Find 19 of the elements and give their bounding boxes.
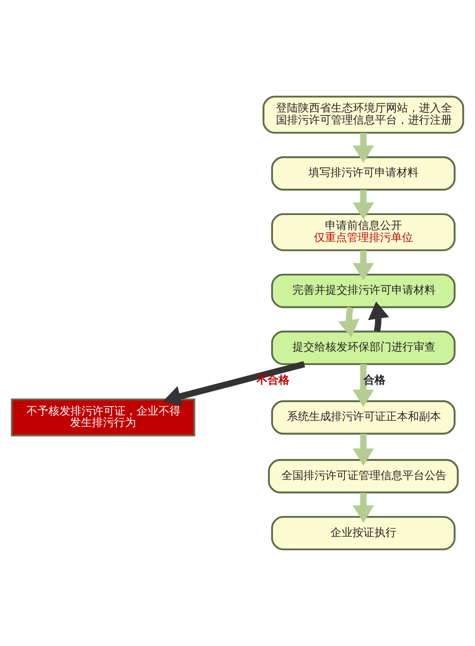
arrow — [352, 132, 374, 163]
node-box: 登陆陕西省生态环境厅网站，进入全国排污许可管理信息平台，进行注册 — [262, 96, 464, 134]
arrow — [352, 434, 374, 466]
arrow — [352, 250, 374, 280]
node-box: 申请前信息公开 仅重点管理排污单位 — [271, 213, 456, 252]
arrow — [368, 301, 390, 332]
node-box: 提交给核发环保部门进行审查 — [271, 330, 456, 366]
node-box: 系统生成排污许可证正本和副本 — [271, 400, 456, 435]
edge-label: 合格 — [363, 374, 386, 387]
arrow — [163, 361, 306, 407]
arrow — [338, 306, 360, 338]
node-box: 企业按证执行 — [271, 516, 456, 550]
node-box: 填写排污许可申请材料 — [271, 156, 456, 191]
node-box: 完善并提交排污许可申请材料 — [271, 274, 456, 308]
node-box: 不予核发排污许可证，企业不得发生排污行为 — [10, 398, 196, 436]
node-box: 全国排污许可证管理信息平台公告 — [268, 459, 459, 494]
arrow — [352, 492, 374, 523]
arrow — [352, 190, 374, 220]
arrow — [352, 364, 374, 408]
